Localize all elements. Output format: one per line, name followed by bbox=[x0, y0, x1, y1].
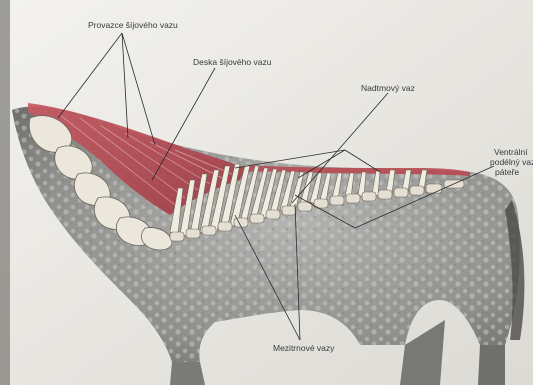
page-edge-shadow bbox=[0, 0, 10, 385]
label-ventralni-line2: podélný vaz bbox=[490, 157, 533, 167]
label-provazce-sijoveho-vazu: Provazce šíjového vazu bbox=[88, 20, 178, 30]
label-mezitrnove-vazy: Mezitrnové vazy bbox=[273, 343, 334, 353]
label-ventralni-line3: páteře bbox=[495, 167, 519, 177]
front-leg bbox=[170, 362, 205, 385]
hind-leg-far bbox=[478, 345, 505, 385]
label-ventralni-line1: Ventrální bbox=[494, 147, 528, 157]
label-deska-sijoveho-vazu: Deska šíjového vazu bbox=[193, 57, 271, 67]
label-nadtmovy-vaz: Nadtmový vaz bbox=[361, 83, 415, 93]
